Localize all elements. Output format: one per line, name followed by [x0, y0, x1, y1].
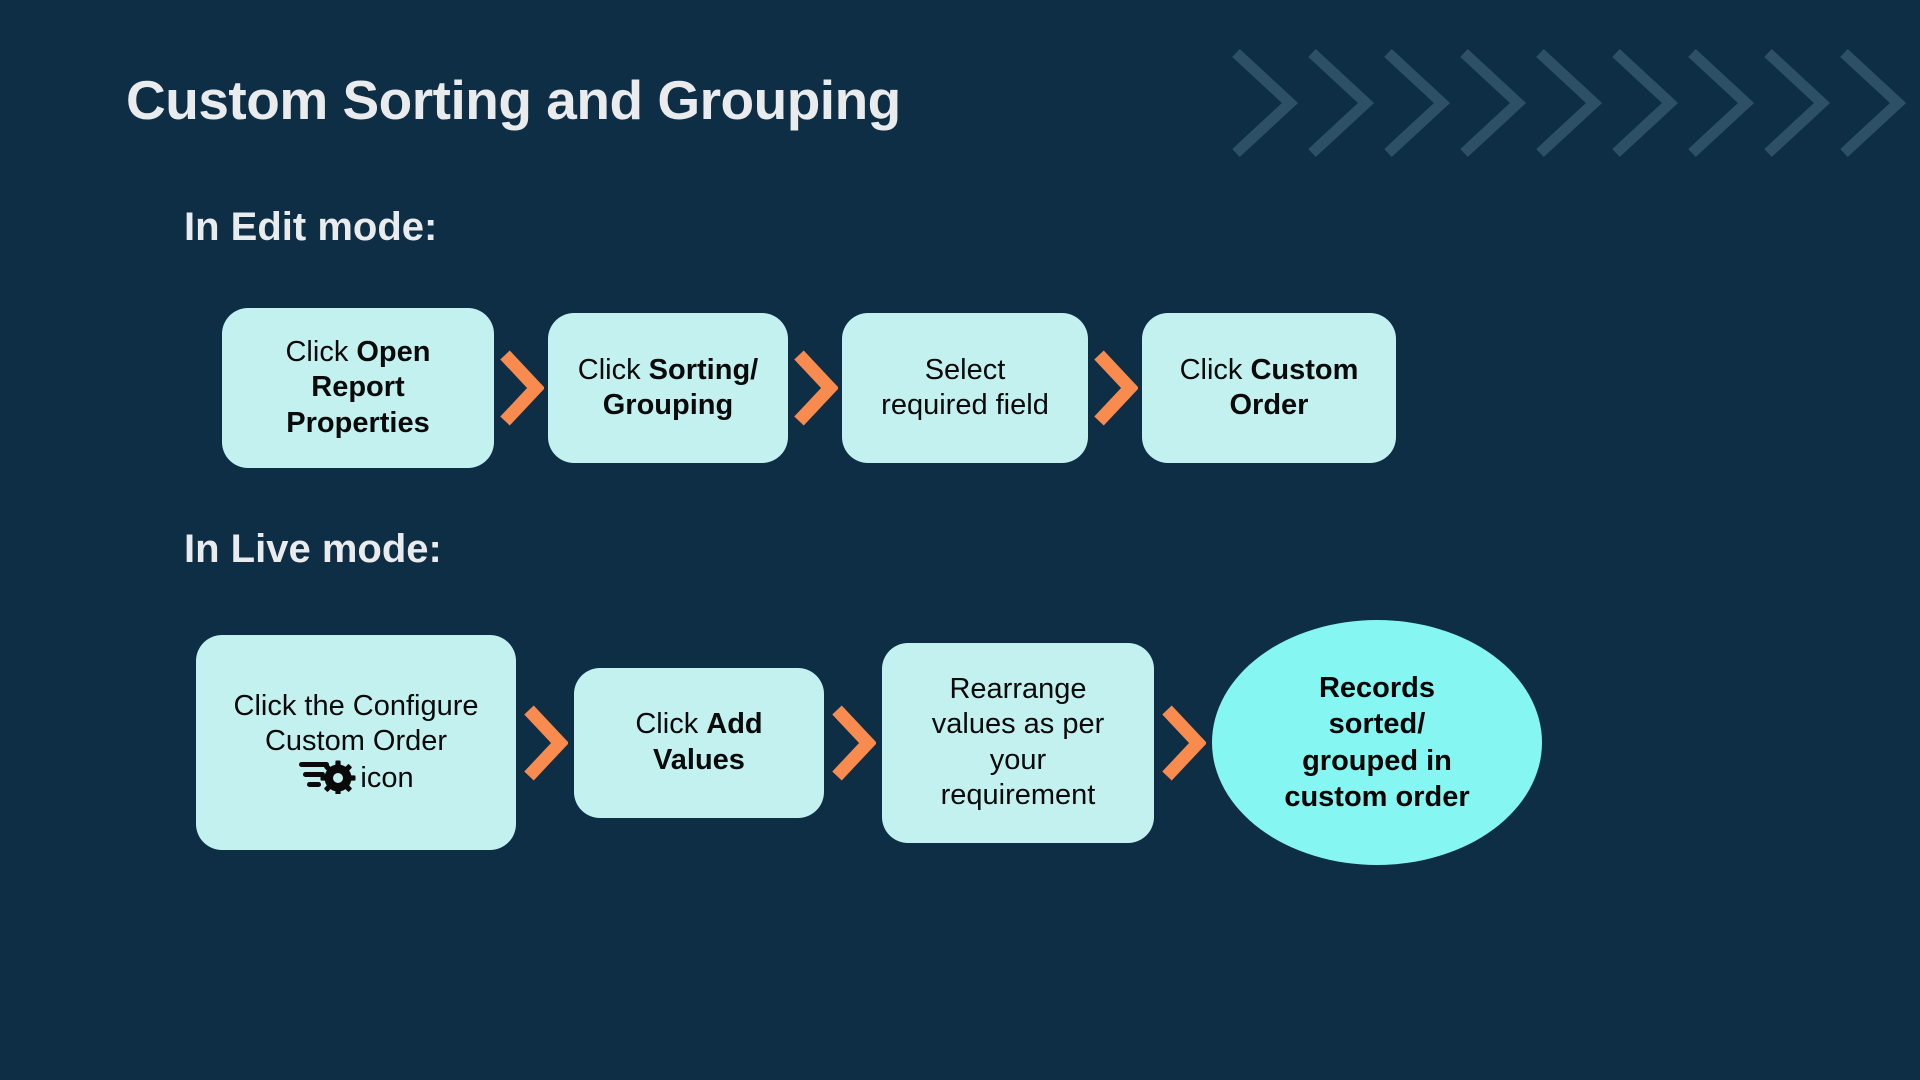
result-ellipse-records-sorted[interactable]: Records sorted/ grouped in custom order	[1212, 620, 1542, 865]
chevron-decor-icon	[1840, 48, 1907, 158]
section-heading-live-mode: In Live mode:	[184, 527, 442, 571]
result-line: custom order	[1284, 780, 1470, 813]
step-line: Click	[1179, 353, 1251, 386]
chevron-decor-icon	[1308, 48, 1375, 158]
step-box-open-report-properties[interactable]: Click Open Report Properties	[222, 308, 494, 468]
result-line: sorted/	[1328, 708, 1426, 741]
chevron-right-icon	[500, 350, 544, 426]
flow-row-edit-mode: Click Open Report Properties Click Sorti…	[222, 308, 1396, 468]
step-text: Click the Configure Custom Order	[234, 689, 479, 796]
flow-arrow	[516, 704, 574, 782]
step-text: Rearrange values as per your requirement	[932, 672, 1105, 814]
step-line-bold: Grouping	[602, 389, 734, 421]
step-text: Click Open Report Properties	[285, 335, 430, 441]
step-text: Select required field	[881, 353, 1049, 424]
decorative-chevron-band	[1228, 38, 1920, 168]
step-line-bold: Values	[653, 743, 745, 776]
flow-arrow	[1154, 704, 1212, 782]
section-heading-edit-mode: In Edit mode:	[184, 205, 438, 249]
step-line: Click the Configure	[233, 689, 479, 722]
step-box-custom-order[interactable]: Click Custom Order	[1142, 313, 1396, 463]
step-line-bold: Report	[311, 371, 405, 404]
step-line: Select	[924, 353, 1006, 386]
step-line: Click	[635, 708, 707, 741]
flow-row-live-mode: Click the Configure Custom Order	[196, 620, 1542, 865]
result-line: grouped in	[1302, 744, 1452, 777]
step-line: requirement	[940, 778, 1096, 811]
step-line: required field	[881, 389, 1049, 421]
step-box-sorting-grouping[interactable]: Click Sorting/ Grouping	[548, 313, 788, 463]
step-box-rearrange-values[interactable]: Rearrange values as per your requirement	[882, 642, 1154, 843]
chevron-right-icon	[794, 350, 838, 426]
step-line-bold: Add	[706, 708, 763, 741]
chevron-right-icon	[1162, 705, 1206, 780]
step-box-select-required-field[interactable]: Select required field	[842, 313, 1088, 463]
result-text: Records sorted/ grouped in custom order	[1284, 670, 1469, 815]
step-line: your	[989, 743, 1047, 776]
chevron-decor-icon	[1536, 48, 1603, 158]
step-text: Click Custom Order	[1180, 353, 1359, 424]
step-line-bold: Sorting/	[648, 353, 759, 386]
page-title: Custom Sorting and Grouping	[126, 69, 901, 131]
chevron-right-icon	[1094, 350, 1138, 426]
step-line: Custom Order	[264, 725, 448, 758]
step-line-bold: Order	[1229, 389, 1309, 421]
result-line: Records	[1318, 672, 1436, 704]
chevron-decor-icon	[1612, 48, 1679, 158]
step-line: Rearrange	[949, 672, 1087, 705]
step-line-bold: Properties	[286, 406, 430, 439]
chevron-right-icon	[524, 705, 568, 780]
step-box-configure-custom-order[interactable]: Click the Configure Custom Order	[196, 635, 516, 850]
step-box-add-values[interactable]: Click Add Values	[574, 667, 824, 818]
step-line: icon	[360, 761, 414, 794]
chevron-decor-icon	[1764, 48, 1831, 158]
flow-arrow	[788, 349, 842, 427]
configure-custom-order-icon	[298, 760, 356, 794]
step-text: Click Add Values	[635, 707, 762, 778]
step-line: Click	[285, 335, 357, 368]
flow-arrow	[1088, 349, 1142, 427]
chevron-right-icon	[832, 705, 876, 780]
flow-arrow	[494, 349, 548, 427]
chevron-decor-icon	[1460, 48, 1527, 158]
step-line: values as per	[931, 708, 1105, 741]
step-line-bold: Open	[356, 335, 431, 368]
chevron-decor-icon	[1232, 48, 1299, 158]
step-line: Click	[577, 353, 649, 386]
flow-arrow	[824, 704, 882, 782]
step-text: Click Sorting/ Grouping	[578, 353, 758, 424]
chevron-decor-icon	[1384, 48, 1451, 158]
step-line-bold: Custom	[1250, 353, 1359, 386]
chevron-decor-icon	[1688, 48, 1755, 158]
